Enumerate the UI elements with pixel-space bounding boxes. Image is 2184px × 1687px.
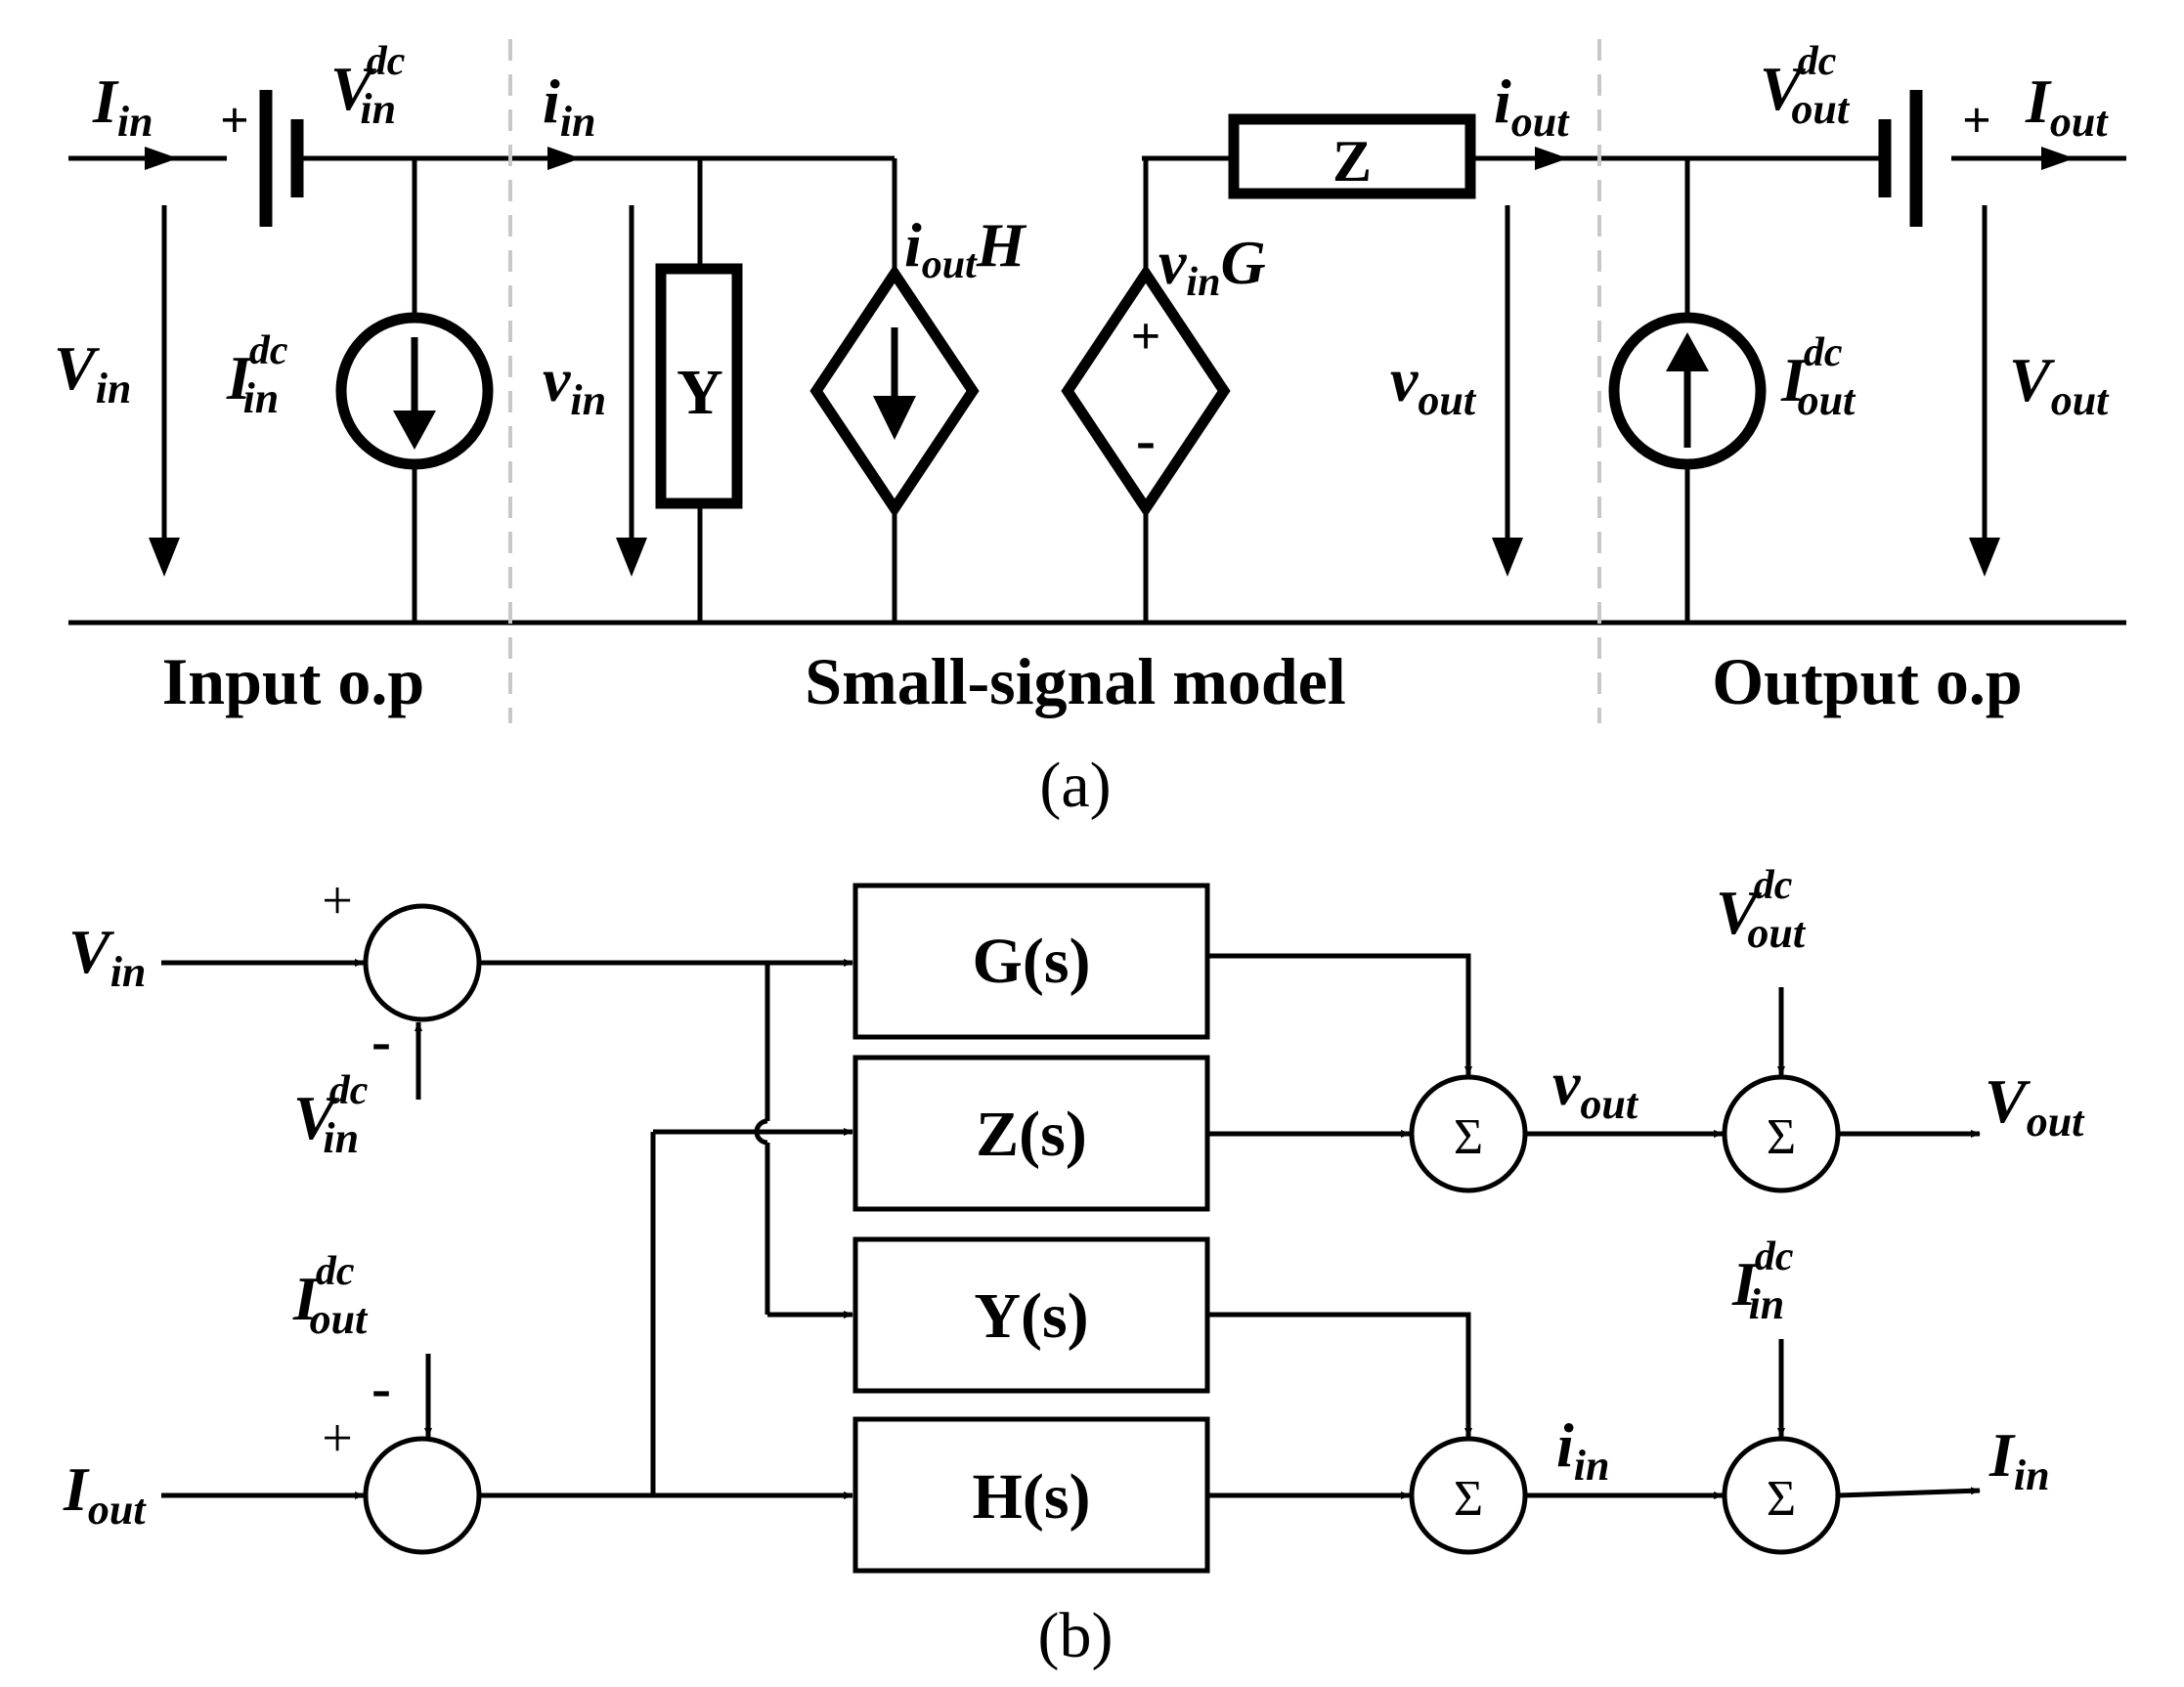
arrow-v-in-head — [616, 538, 647, 577]
sign-minus-i: - — [371, 1356, 391, 1420]
sign-minus-v: - — [371, 1009, 391, 1073]
block-Y-label: Y(s) — [974, 1280, 1088, 1352]
label-v-in: vin — [543, 345, 606, 424]
block-Z-label: Z(s) — [976, 1099, 1087, 1170]
arrow-G-to-sum — [1207, 953, 1472, 1076]
label-V-in: Vin — [54, 333, 131, 412]
label-v-in-G: vinG — [1158, 228, 1266, 305]
z-label: Z — [1332, 129, 1372, 194]
b-label-v-out: vout — [1552, 1049, 1639, 1128]
label-i-out: iout — [1494, 66, 1570, 146]
sum-V-out-symbol: Σ — [1767, 1109, 1796, 1165]
sum-junction-i — [363, 1436, 482, 1555]
label-i-out-H: ioutH — [904, 210, 1027, 287]
battery-in-plus: + — [220, 93, 249, 149]
b-label-i-in: iin — [1556, 1410, 1609, 1490]
section-input-label: Input o.p — [162, 644, 424, 718]
arrow-to-Iin — [1837, 1487, 1981, 1498]
label-V-out: Vout — [2009, 345, 2110, 424]
b-label-I-out: Iout — [63, 1454, 147, 1534]
b-label-I-in: Iin — [1988, 1420, 2050, 1499]
caption-a: (a) — [1039, 750, 1111, 821]
arrow-i-out — [1535, 147, 1568, 170]
sum-i-in-symbol: Σ — [1454, 1471, 1483, 1527]
b-label-V-in: Vin — [68, 917, 146, 996]
arrow-V-in-head — [149, 538, 180, 577]
label-v-out: vout — [1390, 345, 1477, 424]
sign-plus-v: + — [322, 871, 353, 931]
arrow-i-in — [547, 147, 581, 170]
arrow-Y-to-sum — [1207, 1312, 1472, 1438]
block-G-label: G(s) — [973, 926, 1091, 997]
panel-b-block-diagram: G(s) Z(s) Y(s) H(s) Σ Σ Σ Σ + - - + Vin … — [63, 863, 2085, 1671]
current-source-out-arrow-head — [1666, 332, 1709, 371]
section-model-label: Small-signal model — [805, 644, 1346, 718]
caption-b: (b) — [1038, 1600, 1114, 1671]
block-H-label: H(s) — [973, 1461, 1091, 1533]
sign-plus-i: + — [322, 1408, 353, 1469]
current-source-in-arrow-head — [393, 411, 436, 450]
impedance-z — [1228, 113, 1476, 199]
block-G — [852, 883, 1210, 1040]
b-label-V-out: Vout — [1985, 1066, 2085, 1146]
arrow-V-out-head — [1969, 538, 2000, 577]
section-output-label: Output o.p — [1712, 644, 2022, 718]
sum-junction-v — [363, 903, 482, 1022]
dep-current-arrow-head — [873, 396, 916, 440]
label-i-in: iin — [543, 66, 595, 146]
arrow-I-in — [145, 147, 178, 170]
dep-voltage-minus: - — [1136, 408, 1156, 472]
battery-out-plus: + — [1962, 93, 1991, 149]
label-I-out: Iout — [2025, 66, 2109, 146]
label-I-in: Iin — [92, 66, 153, 146]
sum-I-in-symbol: Σ — [1767, 1471, 1796, 1527]
y-label: Y — [677, 357, 723, 428]
dep-voltage-plus: + — [1131, 307, 1161, 366]
sum-v-out-symbol: Σ — [1454, 1109, 1483, 1165]
arrow-I-out — [2041, 147, 2075, 170]
arrow-v-out-head — [1492, 538, 1523, 577]
